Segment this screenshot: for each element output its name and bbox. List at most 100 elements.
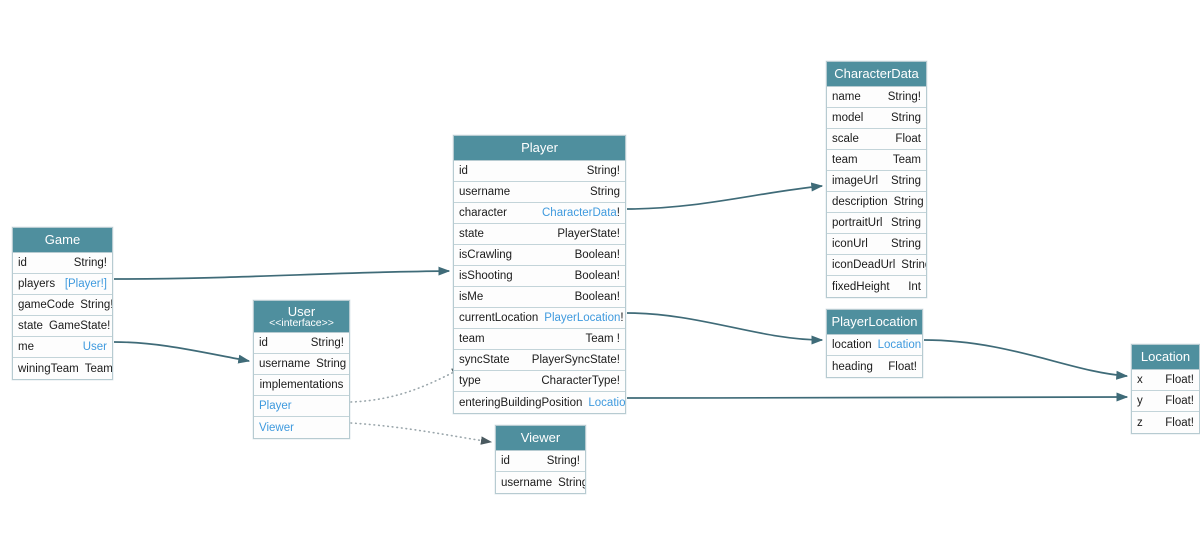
entity-user-stereotype: <<interface>> <box>269 317 334 329</box>
table-row[interactable]: isMe Boolean! <box>454 287 625 308</box>
entity-location[interactable]: Location x Float! y Float! z Float! <box>1131 344 1200 434</box>
table-row[interactable]: winingTeam Team <box>13 358 112 379</box>
field-type: String <box>890 217 921 229</box>
table-row[interactable]: scale Float <box>827 129 926 150</box>
field-type: PlayerLocation! <box>538 312 623 324</box>
table-row[interactable]: name String! <box>827 87 926 108</box>
table-row[interactable]: model String <box>827 108 926 129</box>
entity-user[interactable]: User <<interface>> id String! username S… <box>253 300 350 439</box>
table-row[interactable]: id String! <box>496 451 585 472</box>
table-row[interactable]: y Float! <box>1132 391 1199 412</box>
table-row[interactable]: type CharacterType! <box>454 371 625 392</box>
table-row[interactable]: team Team <box>827 150 926 171</box>
table-row[interactable]: syncState PlayerSyncState! <box>454 350 625 371</box>
table-row[interactable]: username String <box>454 182 625 203</box>
table-row[interactable]: players [Player!] <box>13 274 112 295</box>
table-row[interactable]: iconUrl String <box>827 234 926 255</box>
table-row[interactable]: state GameState! <box>13 316 112 337</box>
field-name: id <box>501 455 510 467</box>
table-row[interactable]: z Float! <box>1132 412 1199 433</box>
field-name: type <box>459 375 481 387</box>
implementation-name: Player <box>259 400 292 412</box>
table-row[interactable]: enteringBuildingPosition Location <box>454 392 625 413</box>
field-name: z <box>1137 416 1143 429</box>
table-row[interactable]: gameCode String! <box>13 295 112 316</box>
implementation-player[interactable]: Player <box>254 396 349 417</box>
field-name: imageUrl <box>832 175 879 187</box>
edge-game-me-to-user <box>113 341 251 364</box>
field-name: enteringBuildingPosition <box>459 396 583 409</box>
entity-player-title: Player <box>454 136 625 161</box>
field-name: id <box>259 337 268 349</box>
table-row[interactable]: iconDeadUrl String <box>827 255 926 276</box>
table-row[interactable]: description String <box>827 192 926 213</box>
field-name: iconDeadUrl <box>832 259 896 271</box>
field-name: heading <box>832 360 873 373</box>
table-row[interactable]: fixedHeight Int <box>827 276 926 297</box>
table-row[interactable]: currentLocation PlayerLocation! <box>454 308 625 329</box>
field-type-bang: ! <box>620 312 624 324</box>
implementation-name: Viewer <box>259 421 294 434</box>
entity-playerlocation[interactable]: PlayerLocation location Location! headin… <box>826 309 923 378</box>
field-name: fixedHeight <box>832 280 890 293</box>
entity-game-title: Game <box>13 228 112 253</box>
field-name: description <box>832 196 888 208</box>
field-type: CharacterData! <box>536 207 620 219</box>
field-type: Location! <box>872 339 922 351</box>
field-type: String! <box>73 257 107 269</box>
field-name: team <box>459 333 485 345</box>
field-type: String <box>558 476 585 489</box>
table-row[interactable]: id String! <box>13 253 112 274</box>
field-type: String <box>589 186 620 198</box>
entity-viewer[interactable]: Viewer id String! username String <box>495 425 586 494</box>
field-type: GameState! <box>48 320 111 332</box>
field-type: Team ! <box>585 333 620 345</box>
table-row[interactable]: character CharacterData! <box>454 203 625 224</box>
table-row[interactable]: username String <box>254 354 349 375</box>
field-type: Int <box>908 280 921 293</box>
field-type: Location <box>588 396 625 409</box>
field-name: players <box>18 278 56 290</box>
table-row[interactable]: isShooting Boolean! <box>454 266 625 287</box>
table-row[interactable]: x Float! <box>1132 370 1199 391</box>
field-name: isMe <box>459 291 484 303</box>
field-name: x <box>1137 374 1143 386</box>
field-name: username <box>459 186 511 198</box>
entity-game[interactable]: Game id String! players [Player!] gameCo… <box>12 227 113 380</box>
table-row[interactable]: team Team ! <box>454 329 625 350</box>
table-row[interactable]: heading Float! <box>827 356 922 377</box>
table-row[interactable]: isCrawling Boolean! <box>454 245 625 266</box>
implementation-viewer[interactable]: Viewer <box>254 417 349 438</box>
field-name: iconUrl <box>832 238 868 250</box>
entity-characterdata[interactable]: CharacterData name String! model String … <box>826 61 927 298</box>
field-name: syncState <box>459 354 510 366</box>
table-row[interactable]: imageUrl String <box>827 171 926 192</box>
field-name: me <box>18 341 34 353</box>
field-type: Boolean! <box>574 270 620 282</box>
field-type: String! <box>310 337 344 349</box>
field-name: y <box>1137 395 1143 407</box>
field-type-ref: Location <box>877 339 922 351</box>
table-row[interactable]: state PlayerState! <box>454 224 625 245</box>
field-type-bang: ! <box>921 339 922 351</box>
edge-user-implements-viewer <box>350 422 493 445</box>
field-type-ref: PlayerLocation <box>544 312 621 324</box>
implementations-label: implementations <box>259 379 344 391</box>
table-row[interactable]: id String! <box>454 161 625 182</box>
field-name: id <box>459 165 468 177</box>
table-row[interactable]: location Location! <box>827 335 922 356</box>
table-row[interactable]: id String! <box>254 333 349 354</box>
field-type: String <box>890 112 921 124</box>
entity-player[interactable]: Player id String! username String charac… <box>453 135 626 414</box>
table-row[interactable]: me User <box>13 337 112 358</box>
table-row[interactable]: portraitUrl String <box>827 213 926 234</box>
field-type: String! <box>80 299 112 311</box>
edge-player-enteringbuildingposition-to-location <box>626 392 1129 402</box>
entity-viewer-title: Viewer <box>496 426 585 451</box>
field-type-bang: ! <box>616 207 620 219</box>
table-row[interactable]: username String <box>496 472 585 493</box>
field-type: CharacterType! <box>541 375 620 387</box>
field-type: Float! <box>1165 416 1194 429</box>
field-name: currentLocation <box>459 312 539 324</box>
